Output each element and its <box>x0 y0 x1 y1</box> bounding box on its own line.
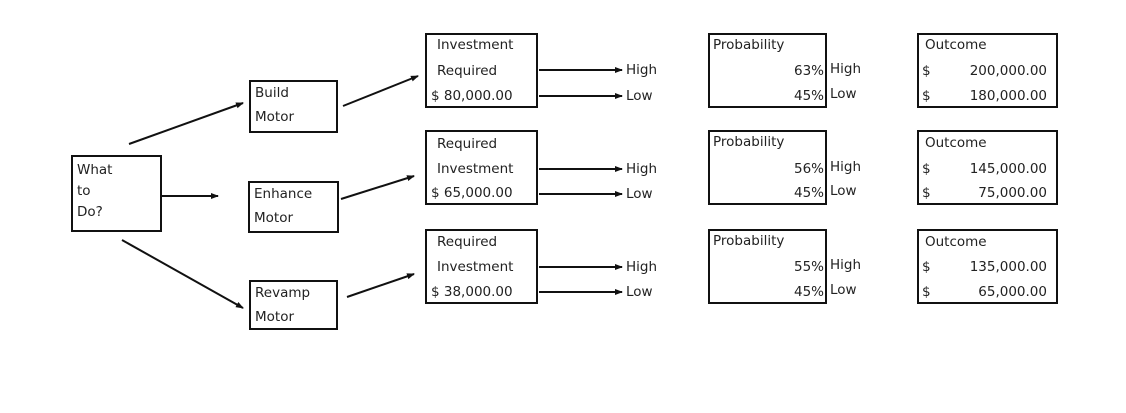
investment-label-2: Investment <box>437 161 514 177</box>
investment-amount: $ 65,000.00 <box>431 185 513 201</box>
low-label: Low <box>626 88 653 104</box>
currency-symbol: $ <box>922 161 931 177</box>
decision-label-3: Do? <box>77 204 103 220</box>
outcome-title: Outcome <box>925 234 987 250</box>
outcome-low: 75,000.00 <box>978 185 1047 201</box>
probability-high: 63% <box>793 63 824 79</box>
investment-box-build: Investment Required $ 80,000.00 <box>425 33 538 108</box>
low-label: Low <box>626 284 653 300</box>
outcome-low: 65,000.00 <box>978 284 1047 300</box>
low-label: Low <box>626 186 653 202</box>
arrow-revamp-investment <box>346 273 415 298</box>
investment-box-revamp: Required Investment $ 38,000.00 <box>425 229 538 304</box>
investment-label-2: Investment <box>437 259 514 275</box>
arrow-to-revamp <box>121 239 244 309</box>
probability-box-build: Probability 63% 45% <box>708 33 827 108</box>
low-label: Low <box>830 282 857 298</box>
high-label: High <box>626 259 658 275</box>
high-label: High <box>626 161 658 177</box>
probability-high: 56% <box>793 161 824 177</box>
option-label-2: Motor <box>255 309 295 325</box>
currency-symbol: $ <box>922 185 931 201</box>
arrow-to-build <box>128 102 244 145</box>
arrow-enhance-investment <box>340 175 415 200</box>
probability-high: 55% <box>793 259 824 275</box>
outcome-high: 145,000.00 <box>969 161 1047 177</box>
decision-node: What to Do? <box>71 155 162 232</box>
probability-low: 45% <box>793 88 824 104</box>
probability-box-enhance: Probability 56% 45% <box>708 130 827 205</box>
investment-label-2: Required <box>437 63 498 79</box>
option-node-revamp: Revamp Motor <box>249 280 338 330</box>
option-node-build: Build Motor <box>249 80 338 133</box>
outcome-box-enhance: Outcome $ 145,000.00 $ 75,000.00 <box>917 130 1058 205</box>
option-label-1: Revamp <box>255 285 311 301</box>
probability-title: Probability <box>713 233 785 249</box>
outcome-box-build: Outcome $ 200,000.00 $ 180,000.00 <box>917 33 1058 108</box>
currency-symbol: $ <box>922 88 931 104</box>
probability-low: 45% <box>793 185 824 201</box>
decision-label-1: What <box>77 162 113 178</box>
investment-label-1: Investment <box>437 37 514 53</box>
investment-amount: $ 80,000.00 <box>431 88 513 104</box>
outcome-high: 200,000.00 <box>969 63 1047 79</box>
probability-box-revamp: Probability 55% 45% <box>708 229 827 304</box>
outcome-high: 135,000.00 <box>969 259 1047 275</box>
option-node-enhance: Enhance Motor <box>248 181 339 233</box>
high-label: High <box>830 257 862 273</box>
arrow-build-investment <box>342 75 419 107</box>
investment-label-1: Required <box>437 136 498 152</box>
outcome-low: 180,000.00 <box>969 88 1047 104</box>
option-label-1: Enhance <box>254 186 313 202</box>
investment-amount: $ 38,000.00 <box>431 284 513 300</box>
low-label: Low <box>830 183 857 199</box>
outcome-box-revamp: Outcome $ 135,000.00 $ 65,000.00 <box>917 229 1058 304</box>
investment-box-enhance: Required Investment $ 65,000.00 <box>425 130 538 205</box>
option-label-1: Build <box>255 85 289 101</box>
option-label-2: Motor <box>255 109 295 125</box>
investment-label-1: Required <box>437 234 498 250</box>
probability-title: Probability <box>713 134 785 150</box>
low-label: Low <box>830 86 857 102</box>
high-label: High <box>830 159 862 175</box>
probability-low: 45% <box>793 284 824 300</box>
outcome-title: Outcome <box>925 135 987 151</box>
currency-symbol: $ <box>922 284 931 300</box>
option-label-2: Motor <box>254 210 294 226</box>
decision-label-2: to <box>77 183 91 199</box>
probability-title: Probability <box>713 37 785 53</box>
high-label: High <box>626 62 658 78</box>
high-label: High <box>830 61 862 77</box>
outcome-title: Outcome <box>925 37 987 53</box>
currency-symbol: $ <box>922 259 931 275</box>
currency-symbol: $ <box>922 63 931 79</box>
